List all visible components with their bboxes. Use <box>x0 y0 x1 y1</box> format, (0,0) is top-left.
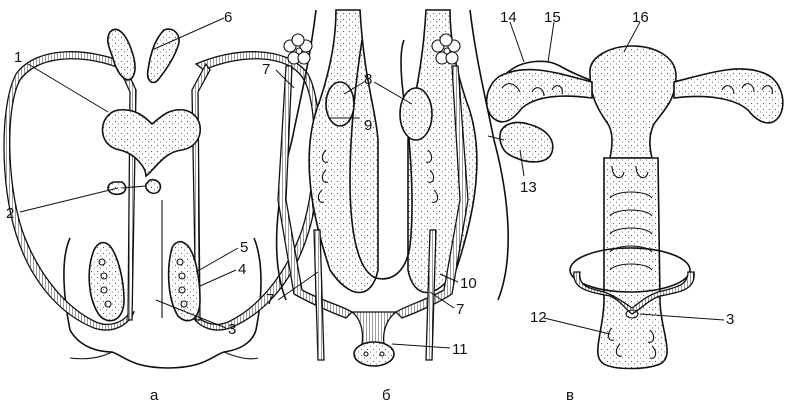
pointer-lines <box>19 17 725 349</box>
label-7-right: 7 <box>456 301 464 318</box>
number-labels: 1 2 6 5 4 3 7 8 9 7 10 7 11 7 14 15 16 1… <box>6 9 734 358</box>
label-4: 4 <box>238 261 246 278</box>
panel-label-c: в <box>566 387 574 404</box>
label-3-panel-c: 3 <box>726 311 734 328</box>
panel-label-b: б <box>382 387 391 404</box>
label-11: 11 <box>452 341 468 358</box>
label-1: 1 <box>14 49 22 66</box>
label-9: 9 <box>364 117 372 134</box>
label-8: 8 <box>364 71 372 88</box>
label-2: 2 <box>6 205 14 222</box>
label-13: 13 <box>520 179 537 196</box>
panel-c-drawing <box>485 45 784 370</box>
label-7-bottom-left: 7 <box>266 291 274 308</box>
label-5: 5 <box>240 239 248 256</box>
label-15: 15 <box>544 9 561 26</box>
panel-a-drawing <box>3 28 321 369</box>
label-12: 12 <box>530 309 547 326</box>
panel-letters: а б в <box>150 387 574 404</box>
label-14: 14 <box>500 9 517 26</box>
label-3-panel-a: 3 <box>228 321 236 338</box>
label-16: 16 <box>632 9 649 26</box>
label-7-top-left: 7 <box>262 61 270 78</box>
label-6: 6 <box>224 9 232 26</box>
panel-label-a: а <box>150 387 159 404</box>
label-10: 10 <box>460 275 477 292</box>
panel-b-drawing <box>275 9 509 367</box>
